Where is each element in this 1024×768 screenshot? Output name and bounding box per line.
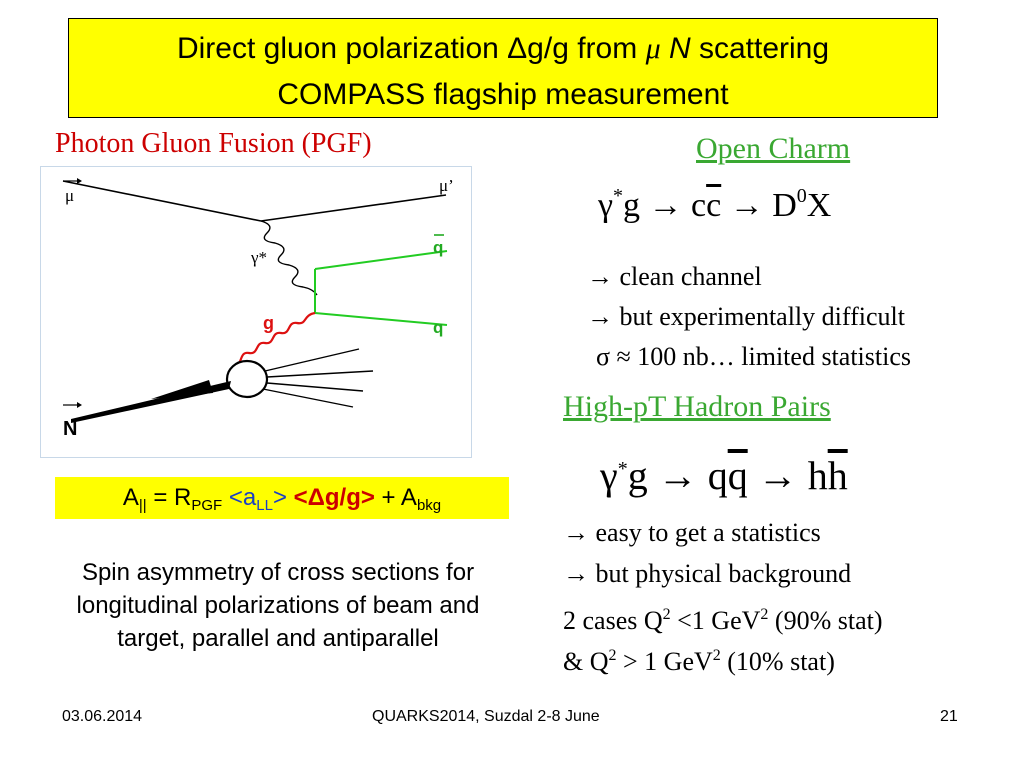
muon-out-line (260, 194, 447, 222)
oc-x: X (806, 187, 832, 224)
oc-g: g (623, 187, 641, 224)
open-charm-heading: Open Charm (696, 132, 851, 165)
pgf-feynman-diagram: μ μ’ γ* q q g N (40, 166, 472, 458)
hp-l4-sup2: 2 (712, 647, 721, 664)
n-arrow-head (77, 402, 82, 408)
hp-l3-a: 2 cases Q (563, 606, 663, 635)
title-text-a: Direct gluon polarization Δg/g from (176, 32, 646, 65)
asym-all-sub: LL (256, 497, 273, 514)
fragment-line-2 (266, 370, 374, 378)
label-gluon: g (263, 313, 274, 333)
spin-asymmetry-text: Spin asymmetry of cross sections for lon… (28, 556, 528, 655)
hp-l4-a: & Q (563, 647, 609, 676)
high-pt-line-1: → easy to get a statistics (563, 518, 821, 547)
spin-text-line-1: Spin asymmetry of cross sections for (81, 559, 475, 586)
qbar-line (314, 250, 448, 270)
muon-in-line (62, 180, 262, 222)
hp-l3-sup: 2 (662, 606, 671, 623)
high-pt-line-2: → but physical background (563, 559, 852, 588)
asym-r-sub: PGF (191, 497, 223, 514)
oc-gamma: γ (598, 187, 614, 224)
oc-arrow-2: → (721, 187, 773, 224)
fragment-line-1 (264, 348, 360, 372)
feynman-svg: μ μ’ γ* q q g N (62, 176, 454, 440)
open-charm-reaction: γ*g → cc → D0X (598, 185, 831, 225)
asym-eq-r: = R (146, 484, 192, 511)
oc-arrow-1: → (640, 187, 692, 224)
oc-zero: 0 (796, 185, 807, 207)
pgf-heading: Photon Gluon Fusion (PGF) (55, 128, 372, 159)
title-text-b: scattering (690, 32, 830, 65)
footer-page-number: 21 (940, 708, 958, 725)
open-charm-bullet-3: σ ≈ 100 nb… limited statistics (596, 342, 911, 371)
hp-qbar: q (727, 453, 748, 498)
nucleon-wedge (151, 380, 213, 399)
fragment-line-3 (266, 382, 364, 392)
hp-l3-sup2: 2 (760, 606, 769, 623)
label-gamma: γ* (250, 248, 267, 267)
title-line-2: COMPASS flagship measurement (277, 78, 729, 111)
high-pt-line-3: 2 cases Q2 <1 GeV2 (90% stat) (563, 600, 883, 636)
hp-g: g (627, 453, 648, 498)
mu-arrow-head (77, 178, 82, 184)
oc-star: * (613, 185, 624, 207)
open-charm-bullet-1: → clean channel (587, 262, 762, 291)
open-charm-bullet-2: → but experimentally difficult (587, 302, 905, 331)
hp-arrow-2: → (747, 453, 808, 498)
asym-dgg: <Δg/g> (286, 484, 375, 511)
asym-all-close: > (272, 484, 287, 511)
label-mu-in: μ (65, 186, 74, 205)
hp-l3-c: (90% stat) (768, 606, 883, 635)
hp-l4-b: > 1 GeV (616, 647, 713, 676)
title-box: Direct gluon polarization Δg/g from μ N … (68, 18, 938, 118)
hp-l4-c: (10% stat) (720, 647, 835, 676)
oc-c: c (691, 187, 707, 224)
high-pt-reaction: γ*g → qq → hh (600, 452, 848, 499)
hp-hbar: h (827, 453, 848, 498)
hp-h: h (807, 453, 828, 498)
high-pt-heading: High-pT Hadron Pairs (563, 390, 831, 423)
hp-gamma: γ (600, 453, 618, 498)
footer-date: 03.06.2014 (62, 708, 143, 725)
asym-bkg-sub: bkg (416, 497, 442, 514)
asymmetry-formula-box: A|| = RPGF <aLL> <Δg/g> + Abkg (55, 477, 509, 519)
fragment-line-4 (262, 388, 354, 408)
spin-text-line-2: longitudinal polarizations of beam and (76, 592, 480, 619)
asym-a: A (122, 484, 139, 511)
label-q: q (433, 318, 443, 337)
asym-a-sub: || (138, 497, 147, 514)
asymmetry-formula: A|| = RPGF <aLL> <Δg/g> + Abkg (55, 483, 509, 521)
high-pt-line-4: & Q2 > 1 GeV2 (10% stat) (563, 641, 835, 677)
footer-conference: QUARKS2014, Suzdal 2-8 June (372, 708, 600, 725)
hp-star: * (617, 458, 628, 480)
gluon-spring (234, 311, 316, 367)
label-qbar: q (433, 238, 443, 257)
oc-d: D (772, 187, 797, 224)
asym-plus-a: + A (374, 484, 417, 511)
hp-l3-b: <1 GeV (670, 606, 761, 635)
asym-all: <a (222, 484, 257, 511)
label-mu-out: μ’ (439, 176, 454, 195)
title-mu: μ (645, 32, 661, 65)
photon-wavy-line (260, 220, 318, 296)
spin-text-line-3: target, parallel and antiparallel (117, 625, 439, 652)
title-line-1: Direct gluon polarization Δg/g from μ N … (69, 31, 937, 67)
oc-cbar: c (706, 187, 722, 224)
title-n: N (660, 32, 691, 65)
q-line (314, 312, 448, 326)
nucleon-blob (225, 359, 269, 399)
hp-arrow-1: → (647, 453, 708, 498)
hp-q: q (707, 453, 728, 498)
hp-l4-sup: 2 (608, 647, 617, 664)
label-nucleon: N (63, 418, 77, 440)
